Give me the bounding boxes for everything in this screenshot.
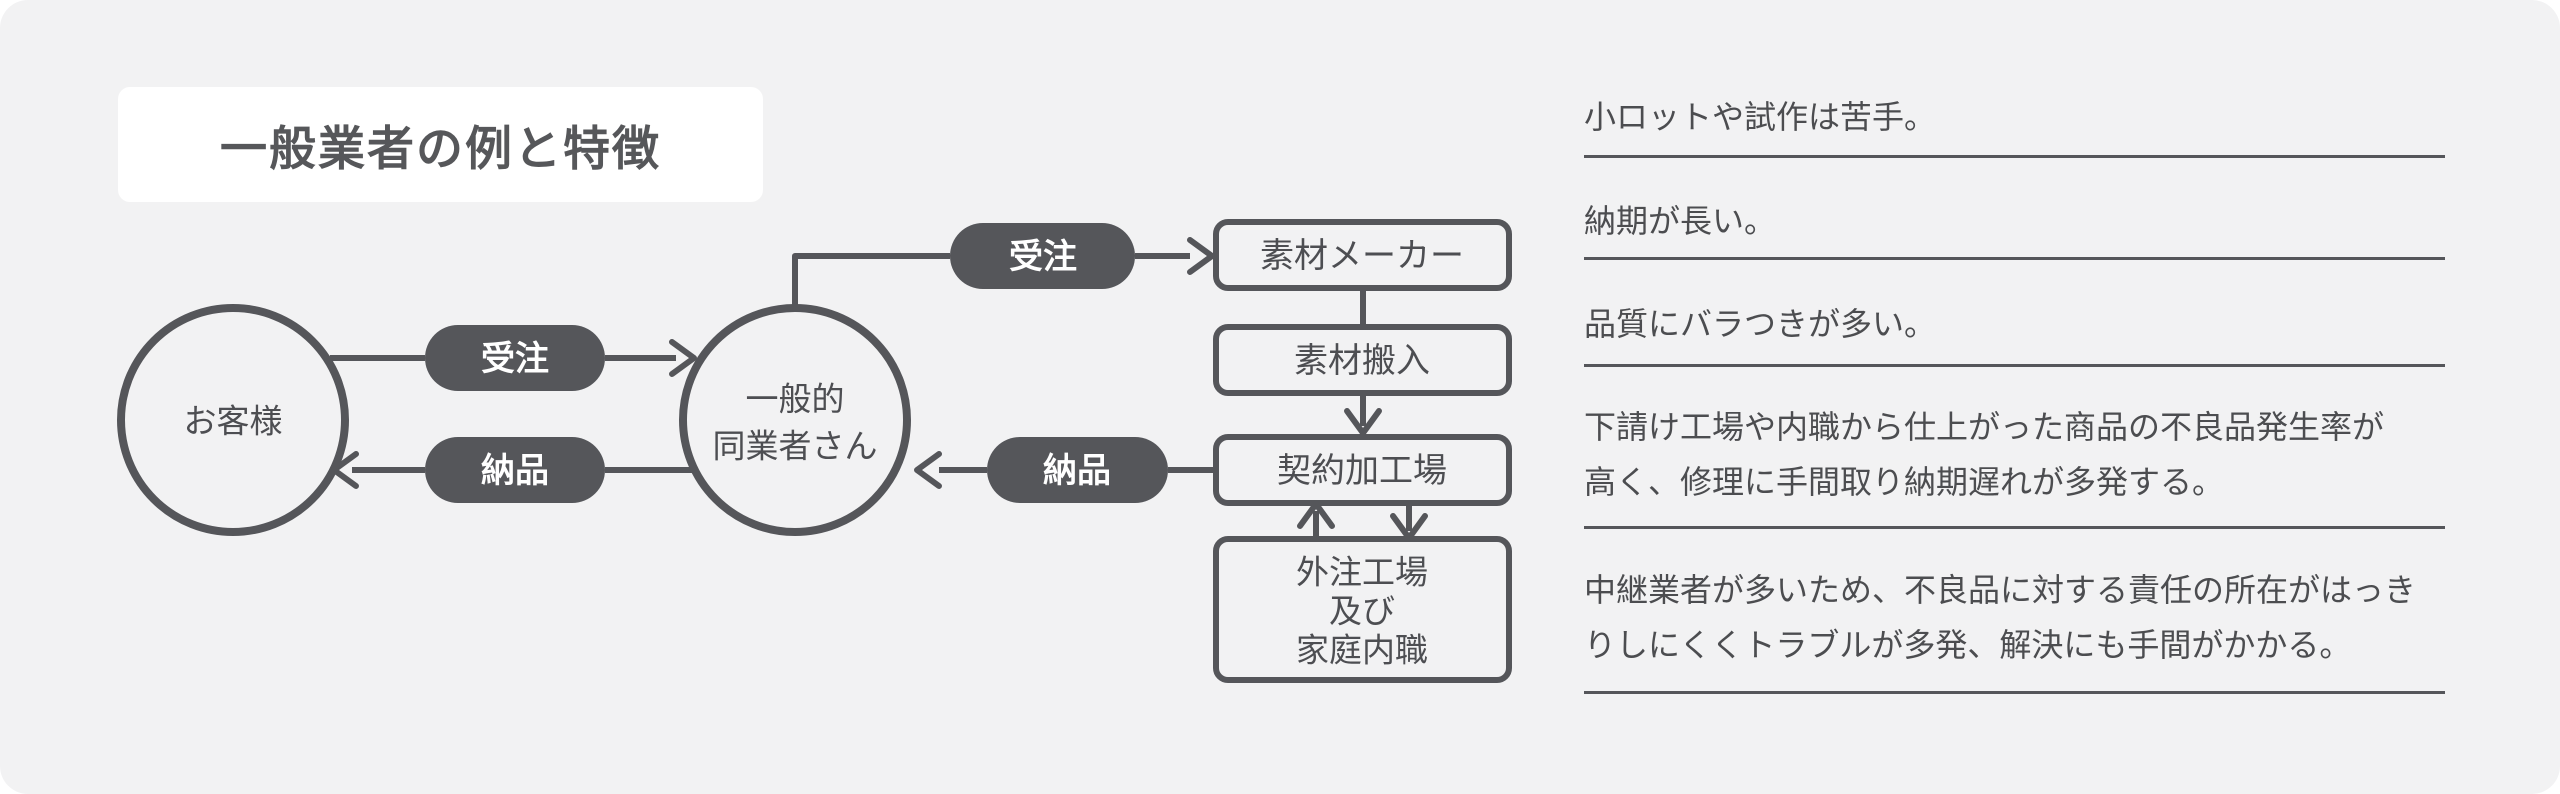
page-title: 一般業者の例と特徴 xyxy=(220,122,661,175)
outsourced-box xyxy=(1213,536,1512,683)
feature-item-line: 中継業者が多いため、不良品に対する責任の所在がはっき xyxy=(1584,572,2417,608)
contract-factory-label: 契約加工場 xyxy=(1277,452,1447,490)
deliver-pill-left-label: 納品 xyxy=(481,452,549,490)
material-carry-in-box xyxy=(1213,324,1512,396)
feature-rule xyxy=(1584,691,2445,694)
material-maker-box xyxy=(1213,219,1512,291)
contract-factory-box xyxy=(1213,434,1512,506)
feature-rule xyxy=(1584,364,2445,367)
feature-rule xyxy=(1584,155,2445,158)
connector-trader-up-to-order xyxy=(792,253,950,308)
feature-item-line: 高く、修理に手間取り納期遅れが多発する。 xyxy=(1584,464,2225,500)
order-pill-left xyxy=(425,325,605,391)
feature-item: 品質にバラつきが多い。 xyxy=(1584,297,2445,352)
trader-circle-label-line1: 一般的 xyxy=(746,381,845,418)
outsourced-label-line3: 家庭内職 xyxy=(1296,632,1428,669)
feature-item: 小ロットや試作は苦手。 xyxy=(1584,90,2445,145)
trader-circle-label-line2: 同業者さん xyxy=(713,428,878,465)
feature-item-line: 下請け工場や内職から仕上がった商品の不良品発生率が xyxy=(1584,409,2385,445)
customer-circle-label: お客様 xyxy=(184,403,283,440)
outsourced-label-line2: 及び xyxy=(1329,593,1395,630)
feature-item-line: 品質にバラつきが多い。 xyxy=(1584,306,1937,342)
arrowhead-left-into-trader xyxy=(914,451,942,489)
deliver-pill-left xyxy=(425,437,605,503)
arrowhead-right-into-trader xyxy=(669,339,697,377)
arrowhead-down-into-factory xyxy=(1344,408,1382,436)
material-carry-in-label: 素材搬入 xyxy=(1294,342,1430,380)
features-list: 小ロットや試作は苦手。 納期が長い。 品質にバラつきが多い。 下請け工場や内職か… xyxy=(1584,0,2445,794)
feature-item-line: りしにくくトラブルが多発、解決にも手間がかかる。 xyxy=(1584,627,2352,663)
feature-item: 中継業者が多いため、不良品に対する責任の所在がはっき りしにくくトラブルが多発、… xyxy=(1584,563,2445,673)
feature-item-line: 納期が長い。 xyxy=(1584,203,1777,239)
title-box: 一般業者の例と特徴 xyxy=(118,87,763,202)
feature-item: 下請け工場や内職から仕上がった商品の不良品発生率が 高く、修理に手間取り納期遅れ… xyxy=(1584,400,2445,510)
outsourced-label-line1: 外注工場 xyxy=(1296,554,1428,591)
order-pill-left-label: 受注 xyxy=(481,340,549,378)
customer-circle xyxy=(117,304,349,536)
arrowhead-right-into-material-maker xyxy=(1187,237,1215,275)
deliver-pill-mid-label: 納品 xyxy=(1043,452,1111,490)
feature-rule xyxy=(1584,526,2445,529)
feature-item-line: 小ロットや試作は苦手。 xyxy=(1584,99,1937,135)
deliver-pill-mid xyxy=(987,437,1168,503)
trader-circle xyxy=(679,304,911,536)
order-pill-top xyxy=(950,223,1135,289)
order-pill-top-label: 受注 xyxy=(1009,238,1077,276)
feature-rule xyxy=(1584,257,2445,260)
feature-item: 納期が長い。 xyxy=(1584,194,2445,249)
material-maker-label: 素材メーカー xyxy=(1260,237,1464,275)
